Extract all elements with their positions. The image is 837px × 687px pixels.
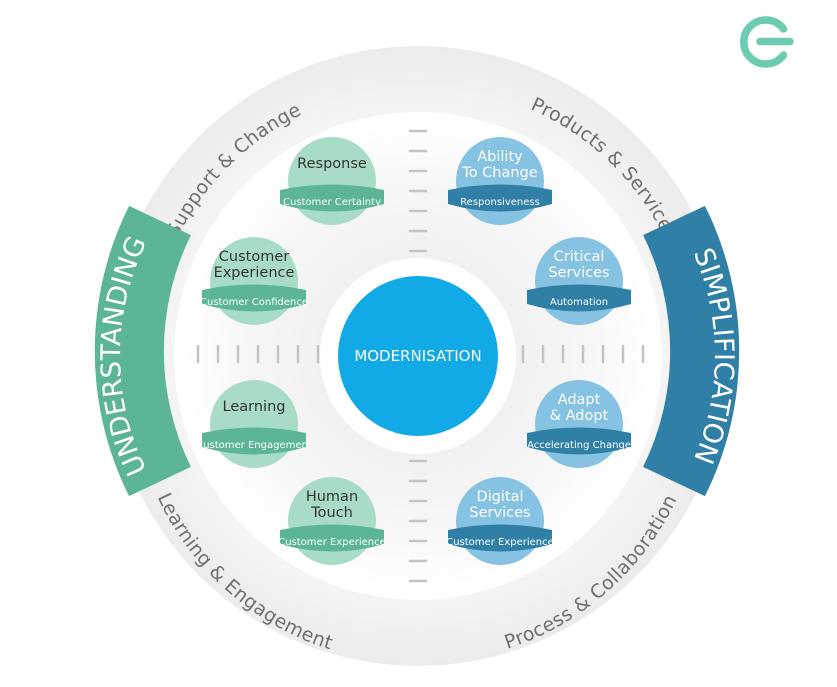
node-ribbon	[448, 184, 552, 212]
node-title: Human	[306, 489, 358, 505]
brand-logo-icon	[740, 16, 794, 68]
node-ribbon	[280, 524, 384, 552]
node-subtitle: Customer Engagement	[196, 440, 312, 451]
node-ribbon	[202, 284, 306, 312]
node-ribbon	[527, 284, 631, 312]
node-subtitle: Automation	[550, 297, 608, 308]
node-subtitle: Accelerating Change	[527, 440, 631, 451]
node-ribbon	[202, 427, 306, 455]
node-subtitle: Customer Experience	[446, 537, 554, 548]
node-title: Digital	[476, 489, 523, 505]
node-title-line2: To Change	[461, 165, 537, 181]
node-title: Response	[297, 156, 367, 172]
band-understanding	[94, 205, 191, 497]
node-subtitle: Customer Certainty	[283, 197, 381, 208]
node-title: Critical	[554, 249, 605, 265]
center-label: MODERNISATION	[354, 347, 481, 365]
node-sphere	[210, 380, 298, 468]
band-simplification	[643, 205, 740, 497]
node-title-line2: Services	[469, 505, 530, 521]
node-title: Adapt	[558, 392, 601, 408]
node-title-line2: Services	[548, 265, 609, 281]
center-circle	[338, 276, 498, 436]
node-subtitle: Customer Experience	[278, 537, 386, 548]
node-ribbon	[448, 524, 552, 552]
node-title-line2: Touch	[310, 505, 353, 521]
node-title: Ability	[477, 149, 523, 165]
node-title-line2: & Adopt	[550, 408, 609, 424]
node-title-line2: Experience	[214, 265, 295, 281]
node-subtitle: Responsiveness	[460, 197, 540, 208]
node-ribbon	[527, 427, 631, 455]
tick-marks	[196, 129, 645, 583]
node-title: Learning	[223, 399, 286, 415]
node-subtitle: Customer Confidence	[200, 297, 308, 308]
node-title: Customer	[219, 249, 289, 265]
node-sphere	[288, 137, 376, 225]
node-ribbon	[280, 184, 384, 212]
